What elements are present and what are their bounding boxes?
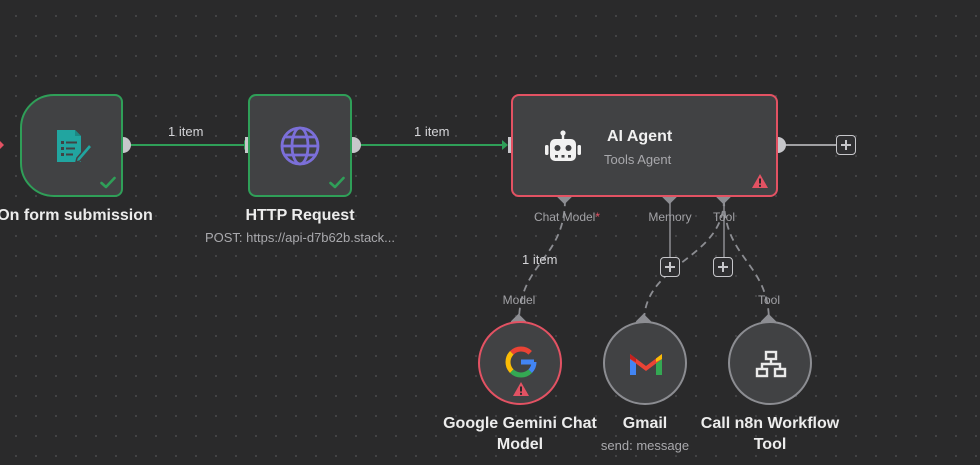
chat-model-input-label: Chat Model* (533, 210, 601, 224)
node-subtitle: POST: https://api-d7b62b.stack... (204, 230, 396, 245)
add-node-button[interactable] (836, 135, 856, 155)
sitemap-icon (755, 350, 787, 378)
globe-icon (280, 126, 320, 166)
memory-input-label: Memory (648, 210, 692, 224)
connection-workflow-agent (723, 198, 770, 323)
node-call-n8n-workflow-tool[interactable] (728, 321, 812, 405)
success-check-icon (100, 176, 116, 189)
robot-icon (545, 130, 581, 161)
arrow-head-icon (502, 140, 508, 150)
tool-input-label: Tool (712, 210, 735, 224)
agent-subtitle: Tools Agent (604, 152, 672, 167)
success-check-icon (329, 176, 345, 189)
incoming-arrow-icon (0, 141, 4, 149)
connection-gmail-agent (643, 198, 725, 323)
gemini-output-label: Model (502, 293, 536, 307)
node-label: On form submission (0, 207, 153, 224)
gmail-icon (630, 354, 662, 375)
add-memory-button[interactable] (660, 257, 680, 277)
connection-count-label: 1 item (414, 124, 450, 139)
workflow-output-label: Tool (757, 293, 780, 307)
warning-icon[interactable] (751, 173, 769, 189)
add-tool-button[interactable] (713, 257, 733, 277)
connection-model-agent (518, 198, 566, 323)
node-gmail[interactable] (603, 321, 687, 405)
form-document-icon (57, 130, 93, 164)
node-google-gemini-chat-model[interactable] (478, 321, 562, 405)
connection-count-label: 1 item (522, 252, 558, 267)
node-on-form-submission[interactable] (20, 94, 123, 197)
node-subtitle: send: message (600, 438, 690, 453)
node-label: HTTP Request (245, 207, 355, 224)
google-icon (505, 346, 537, 378)
connection-count-label: 1 item (168, 124, 204, 139)
agent-title: AI Agent (607, 128, 673, 145)
node-ai-agent[interactable]: AI Agent Tools Agent (511, 94, 778, 197)
node-http-request[interactable] (248, 94, 352, 197)
warning-icon[interactable] (512, 381, 530, 397)
node-label: Gmail (622, 415, 668, 432)
